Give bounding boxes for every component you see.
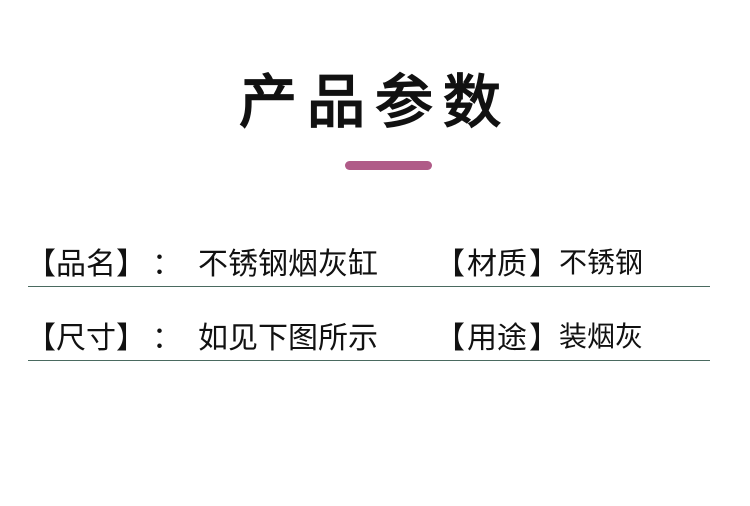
param-value-size: 如见下图所示 — [198, 321, 378, 356]
bracket-open: 【 — [26, 321, 56, 356]
bracket-open: 【 — [435, 247, 465, 282]
param-label-usage: 用途 — [467, 321, 527, 356]
param-usage: 【 用途 】 装烟灰 — [435, 310, 643, 360]
bracket-open: 【 — [26, 247, 56, 282]
param-colon: ： — [152, 321, 182, 356]
param-name: 【 品名 】 ： 不锈钢烟灰缸 — [26, 236, 378, 286]
param-label-size: 尺寸 — [56, 321, 116, 356]
title-accent-bar — [345, 161, 432, 170]
bracket-open: 【 — [435, 321, 465, 356]
page-title: 产品参数 — [238, 68, 511, 136]
param-colon: ： — [152, 247, 182, 282]
param-value-usage: 装烟灰 — [559, 320, 644, 353]
bracket-close: 】 — [529, 321, 559, 356]
param-label-name: 品名 — [56, 247, 116, 282]
param-value-name: 不锈钢烟灰缸 — [198, 247, 378, 282]
bracket-close: 】 — [116, 247, 146, 282]
row-divider — [28, 360, 710, 361]
param-label-material: 材质 — [467, 247, 527, 282]
param-row: 【 品名 】 ： 不锈钢烟灰缸 【 材质 】 不锈钢 — [0, 236, 750, 286]
param-value-material: 不锈钢 — [559, 246, 644, 279]
param-row: 【 尺寸 】 ： 如见下图所示 【 用途 】 装烟灰 — [0, 310, 750, 360]
param-material: 【 材质 】 不锈钢 — [435, 236, 643, 286]
param-size: 【 尺寸 】 ： 如见下图所示 — [26, 310, 378, 360]
bracket-close: 】 — [529, 247, 559, 282]
bracket-close: 】 — [116, 321, 146, 356]
row-divider — [28, 286, 710, 287]
